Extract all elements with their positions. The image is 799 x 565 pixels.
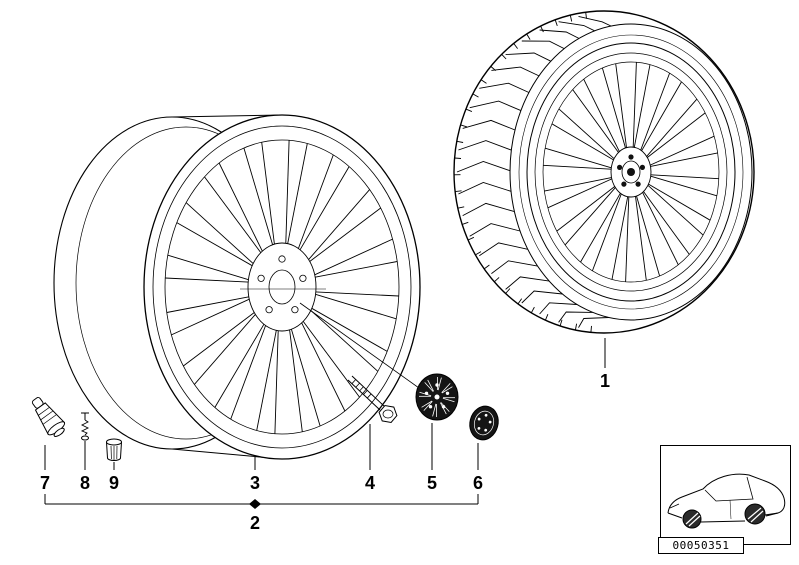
hub-cap-spokes xyxy=(419,377,455,417)
tyre-tread-ticks xyxy=(453,12,592,333)
valve-cap-drawing xyxy=(106,438,122,461)
callout-4[interactable]: 4 xyxy=(364,473,376,493)
callout-8[interactable]: 8 xyxy=(79,473,91,493)
valve-core-drawing xyxy=(80,412,90,441)
callout-1[interactable]: 1 xyxy=(599,371,611,391)
tyre-lug-dots xyxy=(617,154,646,187)
valve-stem-drawing xyxy=(31,397,66,437)
wheel-bolt-drawing xyxy=(347,375,398,424)
rear-wheel-marker xyxy=(744,503,766,525)
callout-9[interactable]: 9 xyxy=(108,473,120,493)
callout-5[interactable]: 5 xyxy=(426,473,438,493)
tyre-tread-chevrons xyxy=(456,15,612,328)
callout-3[interactable]: 3 xyxy=(249,473,261,493)
callout-6[interactable]: 6 xyxy=(472,473,484,493)
rim-spokes xyxy=(165,140,399,434)
emblem-drawing xyxy=(469,405,499,441)
leader-line-hubcap xyxy=(299,302,427,394)
tyre-rim-spokes xyxy=(543,62,719,282)
wheel-tire-drawing xyxy=(453,10,755,334)
car-thumbnail[interactable] xyxy=(660,445,791,545)
callout-2[interactable]: 2 xyxy=(249,513,261,533)
part-number-box: 00050351 xyxy=(658,537,744,554)
hub-cap-drawing xyxy=(415,373,459,421)
wheel-rim-drawing xyxy=(53,114,427,460)
grouping-bracket xyxy=(44,494,479,509)
callout-ticks xyxy=(44,338,606,470)
callout-7[interactable]: 7 xyxy=(39,473,51,493)
rim-lug-holes xyxy=(257,255,307,314)
hub-cap-dots xyxy=(424,383,450,409)
emblem-dots xyxy=(477,413,492,432)
